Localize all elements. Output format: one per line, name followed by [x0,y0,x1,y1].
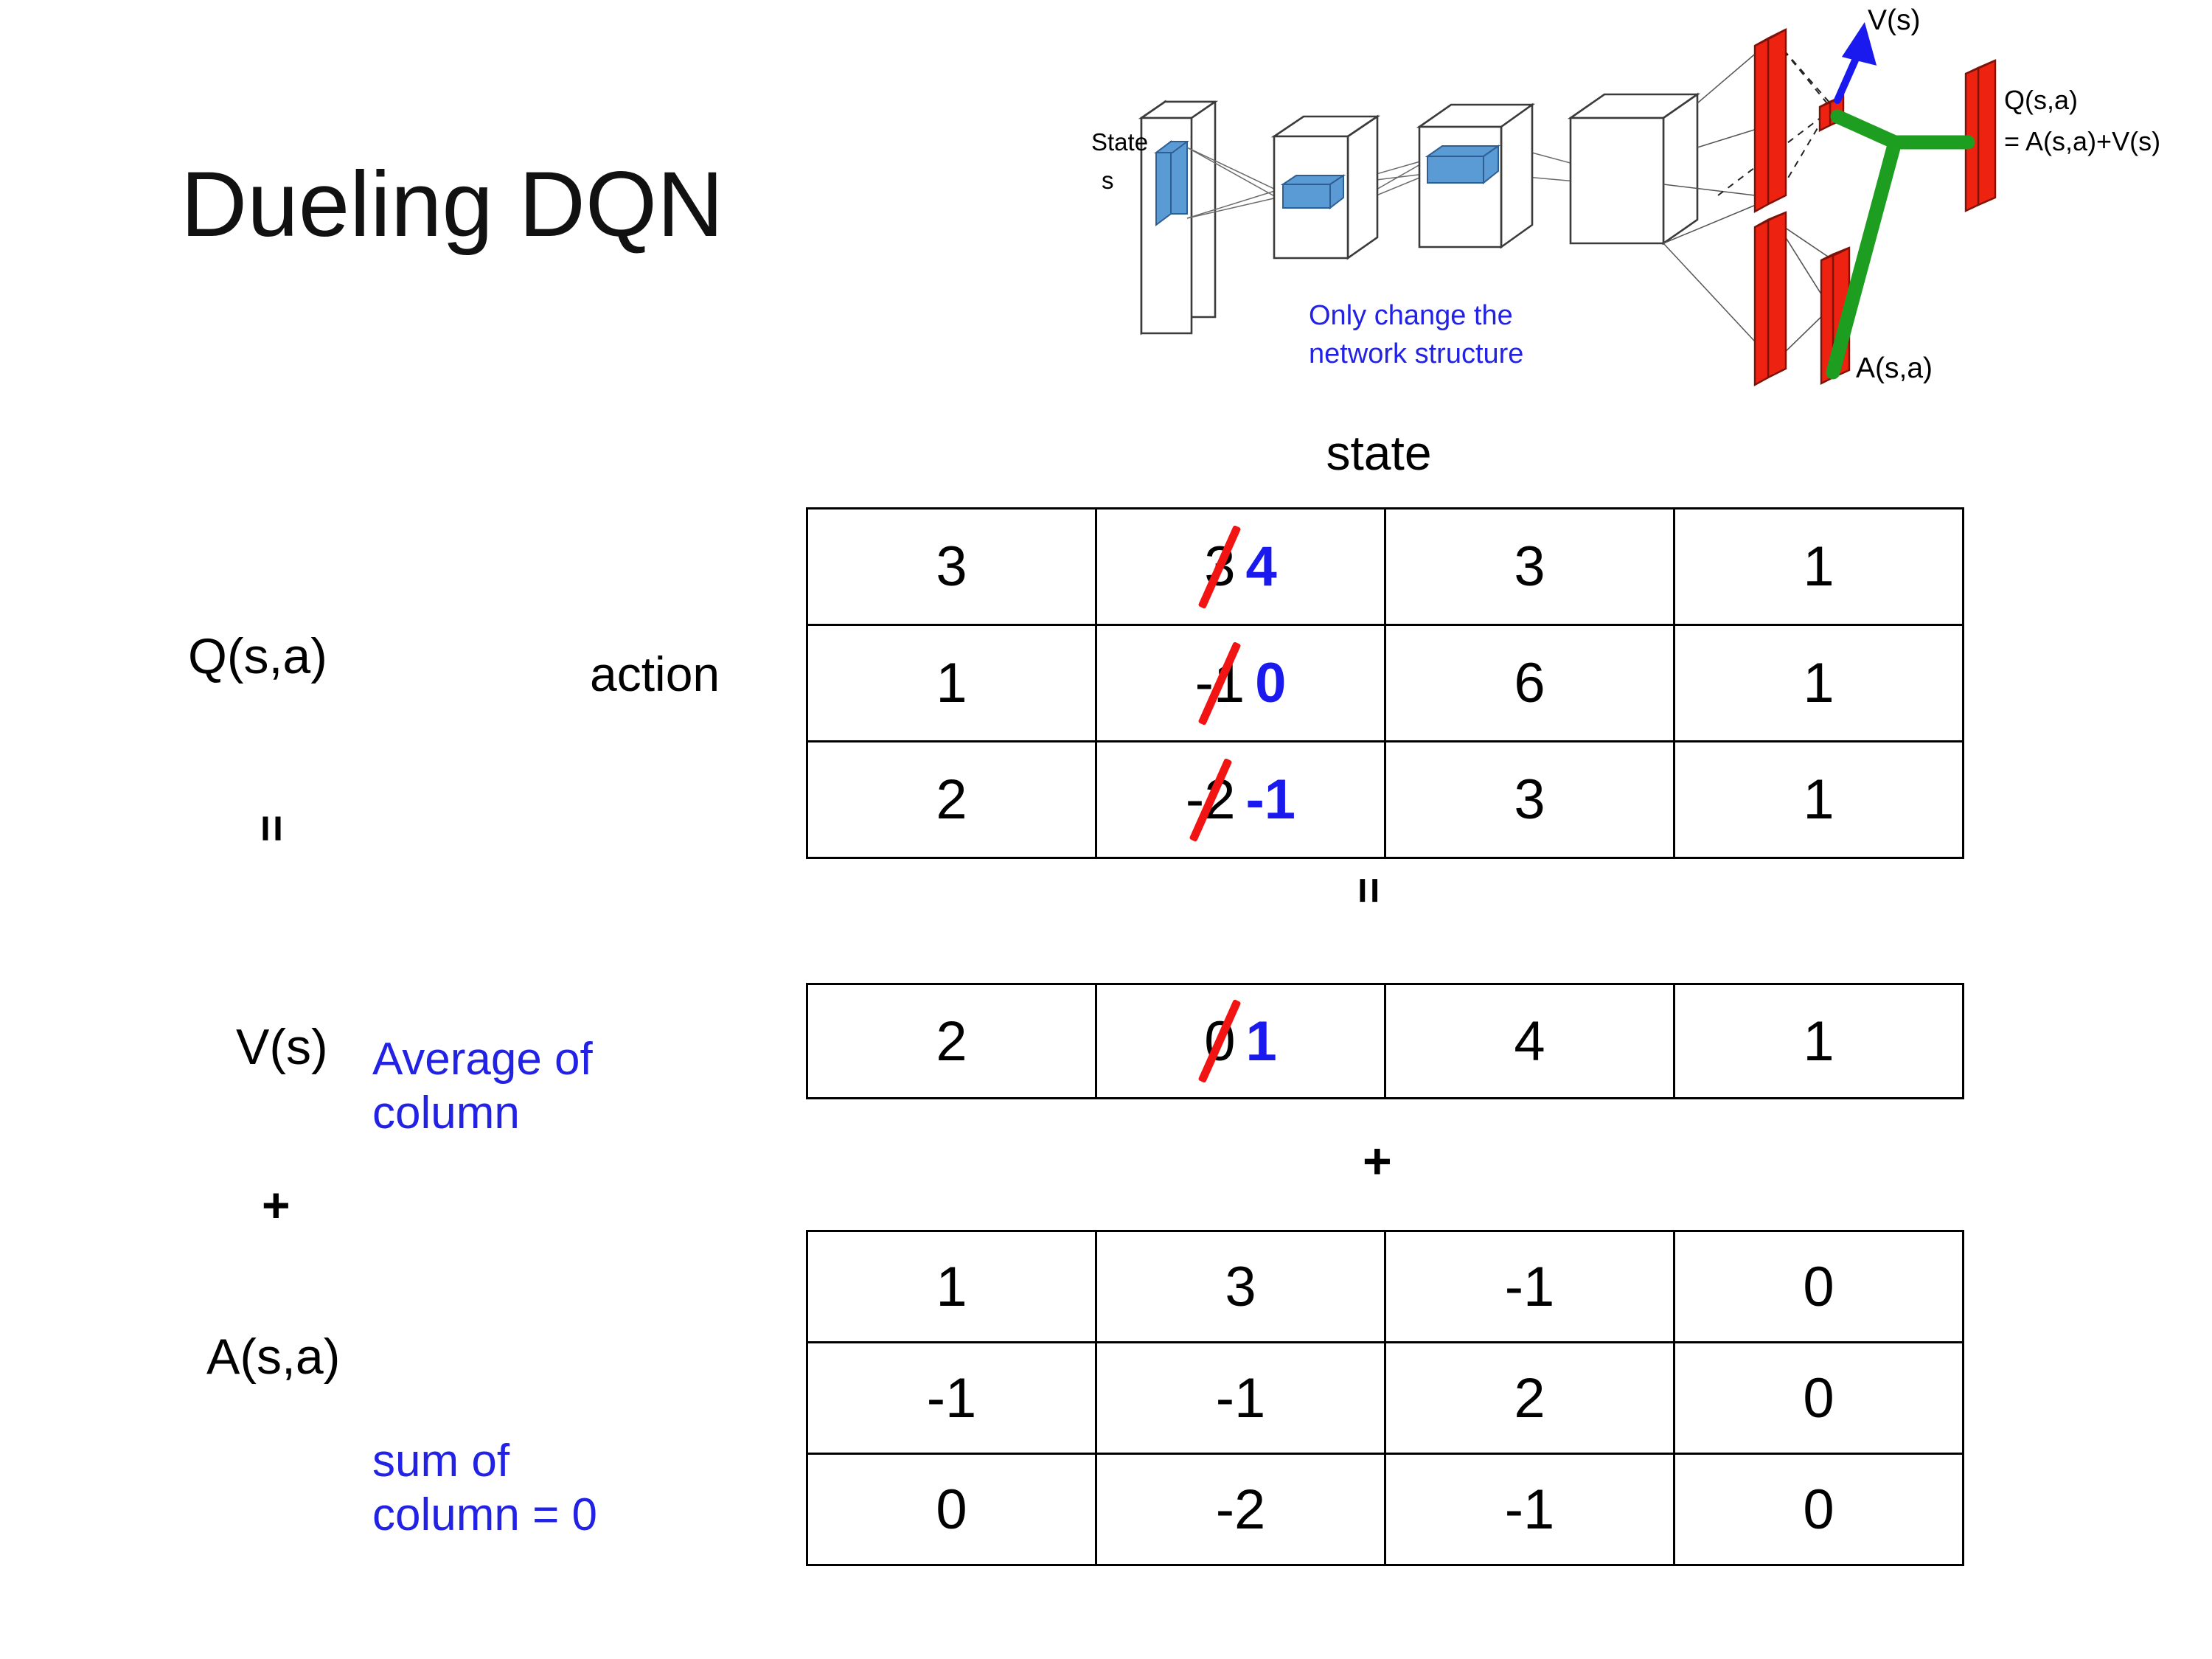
strikethrough-mark [1197,641,1242,726]
value-output-label: V(s) [1868,4,1921,36]
table-cell-value[interactable]: 2 [1384,1341,1675,1455]
input-plane-shape [1138,100,1219,335]
table-cell-value[interactable]: 0 [1673,1341,1964,1455]
new-value: 4 [1245,535,1277,598]
sum-of-column-note: sum of column = 0 [372,1434,719,1542]
equals-sign-mid: = [1343,877,1394,904]
state-input-label-line1: State [1091,128,1148,156]
table-cell-value[interactable]: 1 [806,1230,1097,1343]
table-cell-value[interactable]: 2 [806,983,1097,1099]
table-cell[interactable]: -2-1 [1095,740,1386,859]
plus-sign-left: + [262,1178,291,1232]
table-cell-value[interactable]: -1 [806,1341,1097,1455]
conv-patch-2-shape [1425,145,1501,185]
table-cell-value[interactable]: 6 [1384,624,1675,742]
table-cell-value[interactable]: 4 [1384,983,1675,1099]
table-cell-value[interactable]: -1 [1095,1341,1386,1455]
table-cell-value[interactable]: -2 [1095,1453,1386,1566]
old-value: -2 [1186,757,1236,842]
page-title: Dueling DQN [181,153,724,256]
q-output-label-line1: Q(s,a) [2004,85,2078,115]
new-value: -1 [1245,768,1296,831]
table-cell-value[interactable]: 2 [806,740,1097,859]
network-note-line1: Only change the [1309,300,1513,331]
table-cell-value[interactable]: 3 [1384,507,1675,626]
new-value: 1 [1245,1009,1277,1073]
fc-bar-value-shape [1753,28,1787,214]
fc-bar-advantage-shape [1753,211,1787,387]
strikethrough-mark [1197,998,1242,1084]
state-input-label-line2: s [1102,167,1114,194]
table-cell-value[interactable]: 0 [806,1453,1097,1566]
table-cell-value[interactable]: 3 [1384,740,1675,859]
network-note-line2: network structure [1309,338,1523,369]
connection-lines [1186,147,1610,219]
table-cell-value[interactable]: 1 [1673,507,1964,626]
table-cell-value[interactable]: 3 [1095,1230,1386,1343]
old-value: -1 [1195,641,1245,726]
a-function-label: A(s,a) [206,1329,341,1385]
strikethrough-mark [1197,524,1242,609]
advantage-output-label: A(s,a) [1856,352,1933,384]
advantage-vector-shape [1820,246,1851,385]
conv-patch-1-shape [1280,174,1346,210]
sum-note-line2: column = 0 [372,1489,598,1541]
q-output-label-line2: = A(s,a)+V(s) [2004,126,2160,156]
new-value: 0 [1255,652,1287,714]
strikethrough-mark [1189,757,1233,842]
conv-block-3-shape [1567,92,1701,246]
old-value: 0 [1197,998,1242,1084]
average-note-line1: Average of [372,1034,593,1085]
state-axis-label: state [1326,425,1432,480]
action-axis-label: action [590,647,720,701]
equals-sign-q-to-v: = [246,814,299,843]
table-cell-value[interactable]: -1 [1384,1453,1675,1566]
sum-note-line1: sum of [372,1436,510,1486]
aggregation-merge-shape [1826,109,1975,380]
old-value: 3 [1197,524,1242,609]
dueling-network-diagram: State s Only change the network structur… [1084,0,2212,413]
input-patch-shape [1154,140,1189,226]
table-cell-value[interactable]: -1 [1384,1230,1675,1343]
plus-sign-mid: + [1363,1133,1392,1189]
average-of-column-note: Average of column [372,1032,719,1140]
table-cell-value[interactable]: 0 [1673,1453,1964,1566]
table-cell-value[interactable]: 1 [1673,983,1964,1099]
table-cell-value[interactable]: 1 [1673,740,1964,859]
table-cell-value[interactable]: 1 [806,624,1097,742]
table-cell-value[interactable]: 3 [806,507,1097,626]
table-cell-value[interactable]: 1 [1673,624,1964,742]
average-note-line2: column [372,1088,520,1139]
q-function-label: Q(s,a) [188,628,327,684]
v-function-label: V(s) [236,1019,328,1075]
value-output-arrow-shape [1834,22,1877,104]
q-output-bar-shape [1964,59,1997,212]
table-cell-value[interactable]: 0 [1673,1230,1964,1343]
